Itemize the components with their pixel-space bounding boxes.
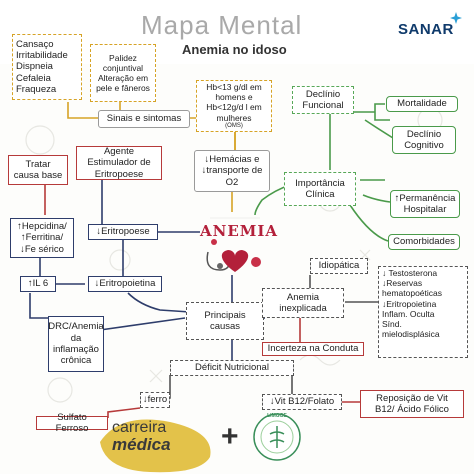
treat-cause-text: Tratar causa base bbox=[13, 158, 63, 181]
uncertain-management-text: Incerteza na Conduta bbox=[267, 343, 359, 355]
hb-criteria-box: Hb<13 g/dl em homens e Hb<12g/d l em mul… bbox=[196, 80, 272, 132]
esa-agent-text: Agente Estimulador de Eritropoese bbox=[87, 145, 151, 180]
carreira-text: carreira bbox=[112, 419, 167, 436]
b12-folate-box: ↓Vit B12/Folato bbox=[262, 394, 342, 410]
main-causes-box: Principais causas bbox=[186, 302, 264, 340]
nutritional-deficit-box: Déficit Nutricional bbox=[170, 360, 294, 376]
il6-box: ↑IL 6 bbox=[20, 276, 56, 292]
page-subtitle: Anemia no idoso bbox=[182, 42, 287, 57]
clinical-importance-text: Importância Clínica bbox=[295, 177, 345, 200]
nutritional-deficit-text: Déficit Nutricional bbox=[195, 362, 269, 374]
iron-labs-box: ↑Hepcidina/ ↑Ferritina/ ↓Fe sérico bbox=[10, 218, 74, 258]
limgge-seal-icon bbox=[253, 413, 301, 461]
sanar-logo-text: SANAR bbox=[398, 21, 454, 38]
clinical-importance-box: Importância Clínica bbox=[284, 172, 356, 206]
low-iron-box: ↓ferro bbox=[140, 392, 170, 408]
unexplained-anemia-text: Anemia inexplicada bbox=[279, 291, 327, 314]
anemia-title: ANEMIA bbox=[200, 222, 279, 240]
cognitive-decline-text: Declínio Cognitivo bbox=[404, 128, 444, 151]
treat-cause-box: Tratar causa base bbox=[8, 155, 68, 185]
hospital-stay-box: ↑Permanência Hospitalar bbox=[390, 190, 460, 218]
mortality-box: Mortalidade bbox=[386, 96, 458, 112]
hb-criteria-text: Hb<13 g/dl em homens e Hb<12g/d l em mul… bbox=[206, 82, 262, 123]
pallor-text: Palidez conjuntival Alteração em pele e … bbox=[96, 52, 150, 94]
medica-text: médica bbox=[112, 435, 171, 454]
plus-sign: + bbox=[221, 420, 239, 453]
b12-folate-text: ↓Vit B12/Folato bbox=[269, 396, 335, 408]
erythropoiesis-box: ↓Eritropoese bbox=[88, 224, 158, 240]
hb-source-text: (OMS) bbox=[225, 122, 243, 129]
iron-labs-text: ↑Hepcidina/ ↑Ferritina/ ↓Fe sérico bbox=[17, 220, 67, 255]
main-causes-text: Principais causas bbox=[204, 309, 246, 332]
comorbidities-text: Comorbidades bbox=[393, 236, 455, 248]
symptoms-list-text: Cansaço Irritabilidade Dispneia Cefaleia… bbox=[16, 38, 68, 96]
footer-banner bbox=[100, 419, 211, 473]
seal-text: LIMGGE bbox=[267, 413, 287, 419]
erythropoietin-text: ↓Eritropoietina bbox=[94, 278, 156, 290]
cognitive-decline-box: Declínio Cognitivo bbox=[392, 126, 456, 154]
erythropoietin-box: ↓Eritropoietina bbox=[88, 276, 162, 292]
unexplained-causes-list: ↓ Testosterona ↓Reservas hematopoéticas … bbox=[378, 266, 468, 358]
signs-symptoms-label: Sinais e sintomas bbox=[98, 110, 190, 128]
uncertain-management-box: Incerteza na Conduta bbox=[262, 342, 364, 356]
unexplained-anemia-box: Anemia inexplicada bbox=[262, 288, 344, 318]
b12-replacement-box: Reposição de Vit B12/ Ácido Fólico bbox=[360, 390, 464, 418]
hematia-box: ↓Hemácias e ↓transporte de O2 bbox=[194, 150, 270, 192]
il6-text: ↑IL 6 bbox=[27, 278, 49, 290]
idiopathic-text: Idiopática bbox=[318, 260, 360, 272]
hospital-stay-text: ↑Permanência Hospitalar bbox=[394, 192, 456, 215]
anemia-illustration bbox=[206, 217, 261, 272]
signs-symptoms-text: Sinais e sintomas bbox=[106, 113, 182, 125]
sanar-logo-icon bbox=[450, 12, 462, 24]
b12-replacement-text: Reposição de Vit B12/ Ácido Fólico bbox=[375, 392, 449, 415]
functional-decline-box: Declínio Funcional bbox=[292, 86, 354, 114]
unexplained-causes-text: ↓ Testosterona ↓Reservas hematopoéticas … bbox=[382, 268, 443, 340]
carreira-medica-logo: carreira médica bbox=[112, 419, 171, 454]
ckd-anemia-box: DRC/Anemia da inflamação crônica bbox=[48, 316, 104, 372]
idiopathic-box: Idiopática bbox=[310, 258, 368, 274]
page-title: Mapa Mental bbox=[141, 10, 303, 40]
iron-sulfate-text: Sulfato Ferroso bbox=[55, 411, 89, 434]
pallor-box: Palidez conjuntival Alteração em pele e … bbox=[90, 44, 156, 102]
low-iron-text: ↓ferro bbox=[142, 394, 168, 406]
symptoms-list: Cansaço Irritabilidade Dispneia Cefaleia… bbox=[12, 34, 82, 100]
hematia-text: ↓Hemácias e ↓transporte de O2 bbox=[201, 153, 263, 188]
erythropoiesis-text: ↓Eritropoese bbox=[96, 226, 150, 238]
comorbidities-box: Comorbidades bbox=[388, 234, 460, 250]
ckd-anemia-text: DRC/Anemia da inflamação crônica bbox=[48, 321, 104, 367]
iron-sulfate-box: Sulfato Ferroso bbox=[36, 412, 108, 434]
functional-decline-text: Declínio Funcional bbox=[302, 88, 344, 111]
mortality-text: Mortalidade bbox=[397, 98, 447, 110]
esa-agent-box: Agente Estimulador de Eritropoese bbox=[76, 146, 162, 180]
